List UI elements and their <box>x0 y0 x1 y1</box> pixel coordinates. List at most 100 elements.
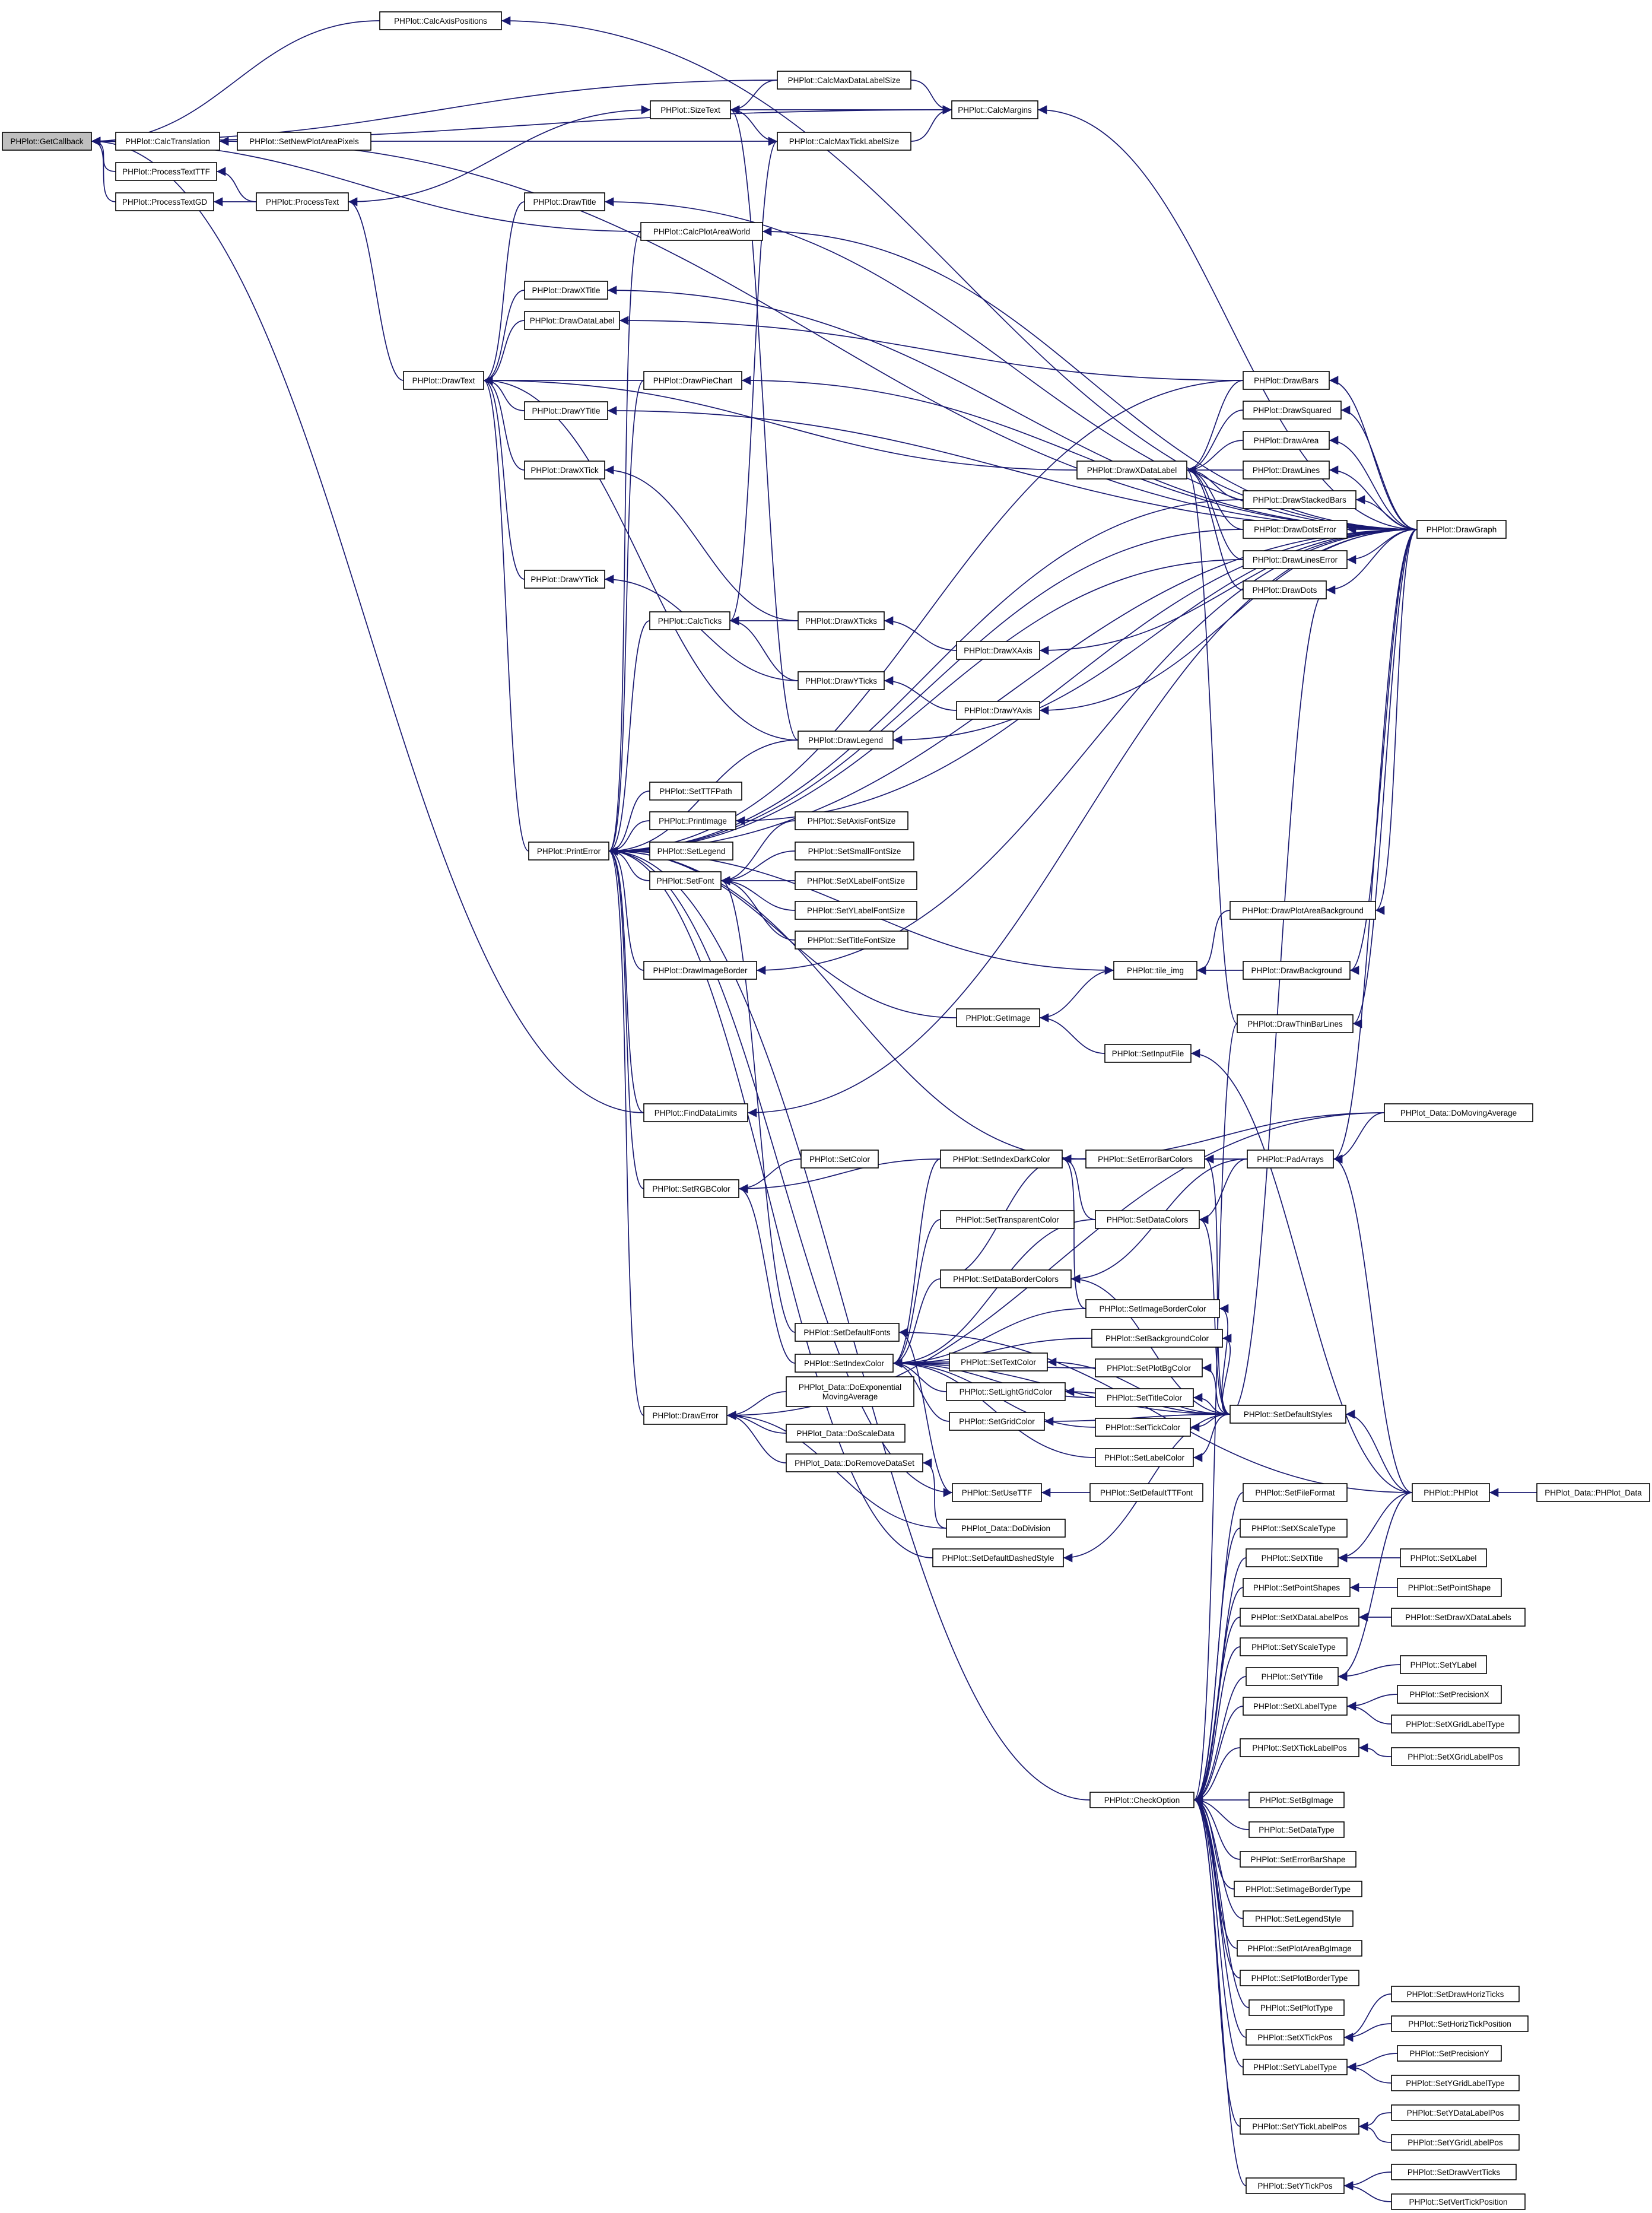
node-setxtitle[interactable]: PHPlot::SetXTitle <box>1246 1548 1339 1567</box>
node-setxdatalabelpos[interactable]: PHPlot::SetXDataLabelPos <box>1240 1608 1359 1627</box>
node-setxticklabelpos[interactable]: PHPlot::SetXTickLabelPos <box>1240 1738 1359 1757</box>
node-setyscaletype[interactable]: PHPlot::SetYScaleType <box>1240 1637 1348 1656</box>
node-setsmallfontsize[interactable]: PHPlot::SetSmallFontSize <box>795 842 914 861</box>
node-setlegend[interactable]: PHPlot::SetLegend <box>649 842 733 861</box>
node-setbackgroundcolor[interactable]: PHPlot::SetBackgroundColor <box>1091 1329 1223 1348</box>
node-setlegendstyle[interactable]: PHPlot::SetLegendStyle <box>1243 1910 1354 1927</box>
node-setttfpath[interactable]: PHPlot::SetTTFPath <box>649 782 742 801</box>
node-seterrorbarshape[interactable]: PHPlot::SetErrorBarShape <box>1240 1851 1356 1868</box>
node-drawarea[interactable]: PHPlot::DrawArea <box>1243 431 1330 450</box>
node-calcmargins[interactable]: PHPlot::CalcMargins <box>951 100 1038 119</box>
node-setttickcolor[interactable]: PHPlot::SetTickColor <box>1095 1418 1191 1437</box>
node-setygridlabelpos[interactable]: PHPlot::SetYGridLabelPos <box>1391 2134 1520 2151</box>
node-padarrays[interactable]: PHPlot::PadArrays <box>1247 1150 1334 1169</box>
node-drawxdatalabel[interactable]: PHPlot::DrawXDataLabel <box>1076 461 1187 480</box>
node-setplottype[interactable]: PHPlot::SetPlotType <box>1248 1999 1345 2016</box>
node-printimage[interactable]: PHPlot::PrintImage <box>649 811 736 830</box>
node-setdefaultdashedstyle[interactable]: PHPlot::SetDefaultDashedStyle <box>932 1548 1064 1567</box>
node-drawbars[interactable]: PHPlot::DrawBars <box>1243 371 1330 390</box>
node-seterrorbarcolors[interactable]: PHPlot::SetErrorBarColors <box>1085 1150 1205 1169</box>
node-drawytitle[interactable]: PHPlot::DrawYTitle <box>524 401 608 420</box>
node-settransparentcolor[interactable]: PHPlot::SetTransparentColor <box>940 1210 1075 1229</box>
node-sizetext[interactable]: PHPlot::SizeText <box>650 100 731 119</box>
node-processtextttf[interactable]: PHPlot::ProcessTextTTF <box>115 162 217 181</box>
node-calcmaxticklabelsize[interactable]: PHPlot::CalcMaxTickLabelSize <box>777 132 911 151</box>
node-setcolor[interactable]: PHPlot::SetColor <box>800 1150 879 1169</box>
node-setindexcolor[interactable]: PHPlot::SetIndexColor <box>795 1354 894 1373</box>
node-setxtickpos[interactable]: PHPlot::SetXTickPos <box>1246 2029 1345 2046</box>
node-setygridlabeltype[interactable]: PHPlot::SetYGridLabelType <box>1391 2075 1520 2091</box>
node-getimage[interactable]: PHPlot::GetImage <box>956 1008 1040 1027</box>
node-doremovedataset[interactable]: PHPlot_Data::DoRemoveDataSet <box>786 1453 923 1472</box>
node-drawlegend[interactable]: PHPlot::DrawLegend <box>798 731 894 750</box>
node-calcmaxdatalabelsize[interactable]: PHPlot::CalcMaxDataLabelSize <box>777 71 911 90</box>
node-finddatalimits[interactable]: PHPlot::FindDataLimits <box>643 1103 748 1122</box>
node-drawplotareabackground[interactable]: PHPlot::DrawPlotAreaBackground <box>1230 901 1376 920</box>
node-setpointshape[interactable]: PHPlot::SetPointShape <box>1397 1578 1502 1597</box>
node-setxlabeltype[interactable]: PHPlot::SetXLabelType <box>1243 1697 1348 1716</box>
node-setprecisionx[interactable]: PHPlot::SetPrecisionX <box>1397 1685 1502 1704</box>
node-setdefaultstyles[interactable]: PHPlot::SetDefaultStyles <box>1230 1405 1346 1424</box>
node-setusettf[interactable]: PHPlot::SetUseTTF <box>952 1483 1042 1502</box>
node-setylabel[interactable]: PHPlot::SetYLabel <box>1400 1655 1487 1674</box>
node-drawlines[interactable]: PHPlot::DrawLines <box>1243 461 1330 480</box>
node-settextcolor[interactable]: PHPlot::SetTextColor <box>949 1352 1048 1371</box>
node-checkoption[interactable]: PHPlot::CheckOption <box>1089 1792 1194 1808</box>
node-doscaledata[interactable]: PHPlot_Data::DoScaleData <box>786 1424 906 1443</box>
node-processtextgd[interactable]: PHPlot::ProcessTextGD <box>115 192 214 211</box>
node-setplotbordertype[interactable]: PHPlot::SetPlotBorderType <box>1240 1970 1359 1986</box>
node-setlabelcolor[interactable]: PHPlot::SetLabelColor <box>1095 1448 1194 1467</box>
node-setxgridlabeltype[interactable]: PHPlot::SetXGridLabelType <box>1391 1714 1520 1733</box>
node-setnewplotareapixels[interactable]: PHPlot::SetNewPlotAreaPixels <box>237 132 371 151</box>
node-drawdots[interactable]: PHPlot::DrawDots <box>1243 580 1327 599</box>
node-tile-img[interactable]: PHPlot::tile_img <box>1113 961 1197 980</box>
node-drawtext[interactable]: PHPlot::DrawText <box>403 371 484 390</box>
node-drawyaxis[interactable]: PHPlot::DrawYAxis <box>956 701 1040 720</box>
node-setaxisfontsize[interactable]: PHPlot::SetAxisFontSize <box>795 811 908 830</box>
node-setdatacolors[interactable]: PHPlot::SetDataColors <box>1095 1210 1200 1229</box>
node-drawsquared[interactable]: PHPlot::DrawSquared <box>1243 401 1342 420</box>
node-setdrawhoriz[interactable]: PHPlot::SetDrawHorizTicks <box>1391 1986 1520 2002</box>
node-setplotbgcolor[interactable]: PHPlot::SetPlotBgColor <box>1095 1358 1203 1377</box>
node-getcallback[interactable]: PHPlot::GetCallback <box>2 132 92 151</box>
node-setxlabelfontsize[interactable]: PHPlot::SetXLabelFontSize <box>795 871 917 890</box>
node-setfont[interactable]: PHPlot::SetFont <box>649 871 722 890</box>
node-drawdotserror[interactable]: PHPlot::DrawDotsError <box>1243 520 1348 539</box>
node-drawstackedbars[interactable]: PHPlot::DrawStackedBars <box>1243 490 1356 509</box>
node-drawytick[interactable]: PHPlot::DrawYTick <box>524 570 605 589</box>
node-setytickpos[interactable]: PHPlot::SetYTickPos <box>1246 2177 1345 2194</box>
node-domovingaverage[interactable]: PHPlot_Data::DoMovingAverage <box>1384 1103 1533 1122</box>
node-sethoriztickposition[interactable]: PHPlot::SetHorizTickPosition <box>1391 2015 1529 2032</box>
node-drawthinbarlines[interactable]: PHPlot::DrawThinBarLines <box>1237 1014 1354 1033</box>
node-setimagebordercolor[interactable]: PHPlot::SetImageBorderColor <box>1085 1299 1220 1318</box>
node-setytitle[interactable]: PHPlot::SetYTitle <box>1246 1667 1339 1686</box>
node-setxlabel[interactable]: PHPlot::SetXLabel <box>1400 1548 1487 1567</box>
node-setylabeltype[interactable]: PHPlot::SetYLabelType <box>1243 2059 1348 2075</box>
node-setrgbcolor[interactable]: PHPlot::SetRGBColor <box>643 1179 739 1198</box>
node-calcaxispositions[interactable]: PHPlot::CalcAxisPositions <box>379 11 502 30</box>
node-drawbackground[interactable]: PHPlot::DrawBackground <box>1243 961 1351 980</box>
node-setverttickposition[interactable]: PHPlot::SetVertTickPosition <box>1391 2193 1526 2210</box>
node-drawpiechart[interactable]: PHPlot::DrawPieChart <box>643 371 742 390</box>
node-setlightgridcolor[interactable]: PHPlot::SetLightGridColor <box>946 1382 1066 1401</box>
node-phplot[interactable]: PHPlot::PHPlot <box>1412 1483 1490 1502</box>
node-setinputfile[interactable]: PHPlot::SetInputFile <box>1104 1044 1192 1063</box>
node-setbgimage[interactable]: PHPlot::SetBgImage <box>1248 1792 1345 1808</box>
node-setxscaletype[interactable]: PHPlot::SetXScaleType <box>1240 1519 1348 1538</box>
node-setindexdarkcolor[interactable]: PHPlot::SetIndexDarkColor <box>940 1150 1063 1169</box>
node-setylabelfontsize[interactable]: PHPlot::SetYLabelFontSize <box>795 901 917 920</box>
node-drawxtick[interactable]: PHPlot::DrawXTick <box>524 461 605 480</box>
node-setydatalabelpos[interactable]: PHPlot::SetYDataLabelPos <box>1391 2104 1520 2121</box>
node-setdefaultttfont[interactable]: PHPlot::SetDefaultTTFont <box>1089 1483 1203 1502</box>
node-drawimageborder[interactable]: PHPlot::DrawImageBorder <box>643 961 757 980</box>
node-setpointshapes[interactable]: PHPlot::SetPointShapes <box>1243 1578 1351 1597</box>
node-setprecisiony[interactable]: PHPlot::SetPrecisionY <box>1397 2045 1502 2062</box>
node-setgridcolor[interactable]: PHPlot::SetGridColor <box>949 1412 1045 1431</box>
node-setdrawxdatalabels[interactable]: PHPlot::SetDrawXDataLabels <box>1391 1608 1526 1627</box>
node-drawgraph[interactable]: PHPlot::DrawGraph <box>1416 520 1507 539</box>
node-settitlefontsize[interactable]: PHPlot::SetTitleFontSize <box>795 931 908 950</box>
node-setplotareabgimage[interactable]: PHPlot::SetPlotAreaBgImage <box>1237 1940 1362 1957</box>
node-drawxaxis[interactable]: PHPlot::DrawXAxis <box>956 641 1040 660</box>
node-drawxticks[interactable]: PHPlot::DrawXTicks <box>798 611 885 630</box>
